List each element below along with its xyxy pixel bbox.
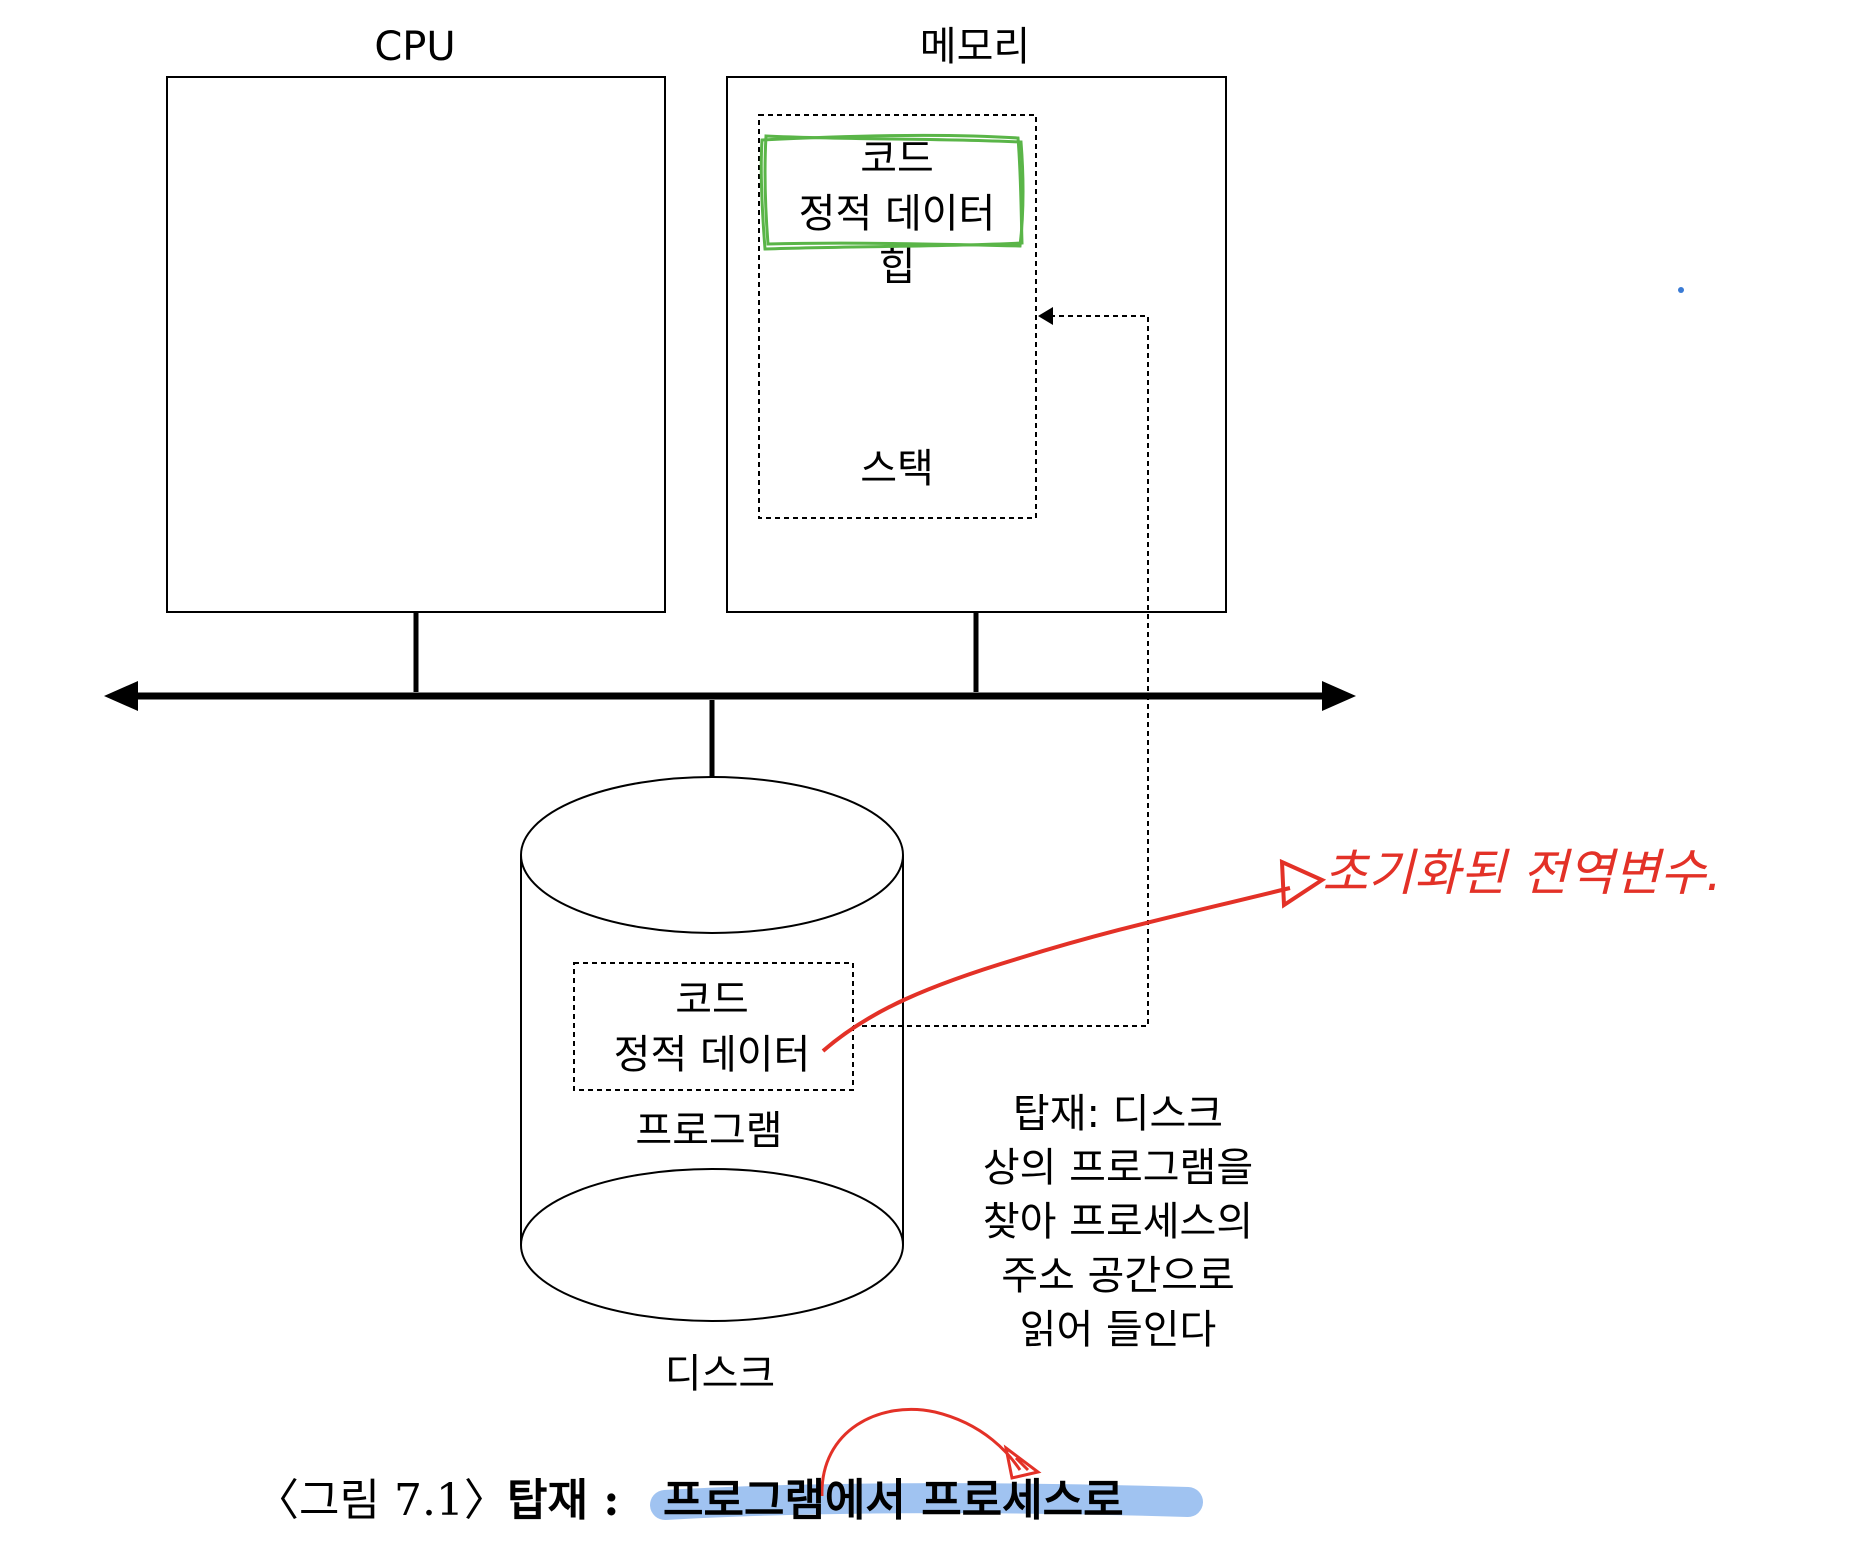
- cpu-label: CPU: [374, 24, 455, 70]
- explanation-line-1: 탑재: 디스크: [1013, 1091, 1223, 1137]
- red-handwritten-note: 초기화된 전역변수.: [1322, 844, 1722, 902]
- blue-dot: [1678, 287, 1684, 293]
- caption-highlighted-text: 프로그램에서 프로세스로: [663, 1475, 1124, 1526]
- memory-heap-label: 힙: [879, 244, 916, 290]
- explanation-line-2: 상의 프로그램을: [983, 1145, 1253, 1191]
- caption-title: 탑재 :: [507, 1475, 620, 1526]
- disk-cylinder: [520, 776, 904, 1322]
- disk-code-label: 코드: [675, 977, 749, 1023]
- memory-box: [726, 76, 1227, 613]
- green-annotation-box: [759, 133, 1025, 251]
- caption-red-arrowhead: [1003, 1444, 1042, 1480]
- memory-label: 메모리: [920, 24, 1030, 70]
- explanation-line-3: 찾아 프로세스의: [983, 1199, 1253, 1245]
- caption-red-curve: [820, 1407, 1022, 1497]
- explanation-text: 탑재: 디스크 상의 프로그램을 찾아 프로세스의 주소 공간으로 읽어 들인다: [983, 1091, 1253, 1353]
- red-annotation-line: [821, 886, 1291, 1053]
- load-path-arrow: [853, 315, 1149, 1027]
- cpu-box: [166, 76, 666, 613]
- disk-static-data-label: 정적 데이터: [614, 1032, 811, 1078]
- explanation-line-4: 주소 공간으로: [1001, 1253, 1235, 1299]
- bus-left-arrowhead: [104, 681, 138, 711]
- disk-label: 디스크: [665, 1351, 775, 1397]
- bus-right-arrowhead: [1322, 681, 1356, 711]
- memory-stack-label: 스택: [860, 446, 934, 492]
- caption-highlight: [650, 1483, 1203, 1520]
- program-label: 프로그램: [635, 1108, 782, 1154]
- memory-code-label: 코드: [860, 136, 934, 182]
- address-space-box: [758, 114, 1037, 519]
- memory-static-data-label: 정적 데이터: [799, 191, 996, 237]
- load-path-arrowhead: [1038, 307, 1053, 325]
- caption-prefix: 〈그림 7.1〉: [255, 1475, 508, 1526]
- explanation-line-5: 읽어 들인다: [1020, 1307, 1217, 1353]
- red-annotation-arrowhead: [1279, 858, 1327, 909]
